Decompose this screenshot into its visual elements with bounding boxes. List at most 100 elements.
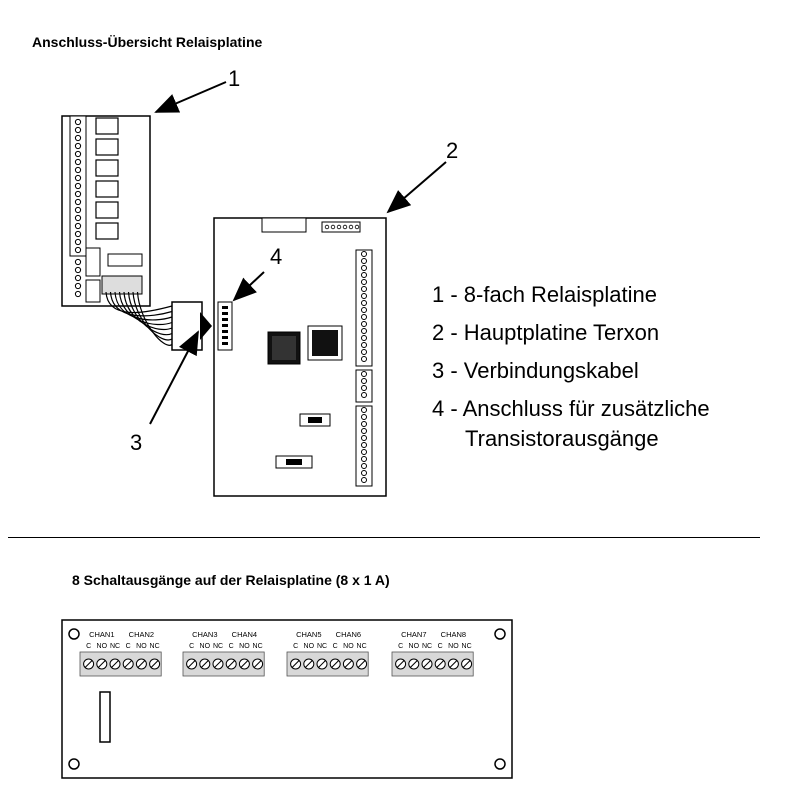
screw-terminal xyxy=(361,378,367,384)
header-pin xyxy=(222,330,228,333)
relay-module xyxy=(95,117,119,135)
screw-terminal xyxy=(361,314,367,320)
screw-terminal xyxy=(74,246,82,254)
cable-wire xyxy=(114,291,173,321)
screw-slot xyxy=(187,660,196,668)
header-pin xyxy=(330,224,336,230)
screw-terminal xyxy=(74,158,82,166)
legend-item-4-continuation: Transistorausgänge xyxy=(465,426,659,451)
screw-terminal xyxy=(74,150,82,158)
screw-slot xyxy=(291,660,300,668)
channel-label: CHAN8 xyxy=(441,630,466,639)
legend: 1 - 8-fach Relaisplatine 2 - Hauptplatin… xyxy=(432,276,710,458)
relay-module xyxy=(95,180,119,198)
screw-slot xyxy=(84,660,93,668)
screw-terminal xyxy=(361,470,367,476)
main-board xyxy=(213,217,387,497)
relay-modules xyxy=(95,117,119,240)
screw-terminal xyxy=(361,392,367,398)
callout-2: 2 xyxy=(446,138,459,163)
screw-terminal xyxy=(361,428,367,434)
relay-board-small xyxy=(61,115,151,307)
relay-module xyxy=(95,138,119,156)
ribbon-cable xyxy=(105,291,173,346)
screw-terminal xyxy=(361,414,367,420)
screw-slot xyxy=(396,660,405,668)
terminal-label: C xyxy=(333,643,338,650)
arrow-1 xyxy=(154,81,227,113)
screw-slot xyxy=(150,660,159,668)
terminal-label: NO xyxy=(200,643,211,650)
screw-slot xyxy=(124,660,133,668)
screw-terminal xyxy=(74,238,82,246)
cable-wire xyxy=(136,291,173,346)
terminal-label: NO xyxy=(136,643,147,650)
terminal-label: C xyxy=(86,643,91,650)
screw-terminal xyxy=(361,265,367,271)
screw-terminal xyxy=(361,335,367,341)
screw-terminal xyxy=(74,290,82,298)
screw-terminal xyxy=(361,300,367,306)
terminal-label: C xyxy=(438,643,443,650)
mounting-hole xyxy=(68,628,80,640)
screw-slot xyxy=(344,660,353,668)
screw-terminal xyxy=(74,134,82,142)
screw-terminal xyxy=(74,258,82,266)
header-pin xyxy=(222,336,228,339)
header-pin xyxy=(354,224,360,230)
relay-module xyxy=(95,222,119,240)
screw-terminal xyxy=(361,293,367,299)
header-pin xyxy=(222,324,228,327)
screw-terminal xyxy=(361,307,367,313)
legend-item-4: 4 - Anschluss für zusätzliche xyxy=(432,396,710,421)
screw-terminal xyxy=(361,435,367,441)
screw-slot xyxy=(304,660,313,668)
section-divider xyxy=(8,537,760,538)
cable-wire xyxy=(132,291,173,341)
relay-module xyxy=(95,159,119,177)
legend-item-3: 3 - Verbindungskabel xyxy=(432,358,639,383)
screw-terminal xyxy=(74,214,82,222)
screw-slot xyxy=(357,660,366,668)
connection-diagram xyxy=(61,81,447,497)
screw-slot xyxy=(240,660,249,668)
screw-terminal xyxy=(361,421,367,427)
terminal-label: C xyxy=(189,643,194,650)
screw-slot xyxy=(111,660,119,668)
screw-terminal xyxy=(361,407,367,413)
screw-terminal xyxy=(74,198,82,206)
terminal-label: NC xyxy=(213,643,223,650)
channel-label: CHAN4 xyxy=(232,630,257,639)
mounting-hole xyxy=(494,758,506,770)
arrow-4 xyxy=(232,271,265,302)
relay-module xyxy=(95,201,119,219)
screw-terminal xyxy=(74,266,82,274)
terminal-label: NC xyxy=(253,643,263,650)
terminal-label: NO xyxy=(448,643,459,650)
screw-terminal xyxy=(361,342,367,348)
screw-terminal xyxy=(74,206,82,214)
screw-slot xyxy=(449,660,458,668)
screw-slot xyxy=(318,660,326,668)
terminal-label: NO xyxy=(409,643,420,650)
relay-terminal-strip xyxy=(74,118,82,298)
bottom-title: 8 Schaltausgänge auf der Relaisplatine (… xyxy=(72,572,390,588)
screw-terminal xyxy=(361,463,367,469)
terminal-label: NC xyxy=(422,643,432,650)
screw-terminal xyxy=(74,230,82,238)
screw-terminal xyxy=(361,251,367,257)
screw-slot xyxy=(137,660,146,668)
board-connector xyxy=(99,691,111,743)
terminal-label: NC xyxy=(150,643,160,650)
callout-1: 1 xyxy=(228,66,241,91)
arrow-2 xyxy=(386,161,447,214)
screw-slot xyxy=(227,660,236,668)
header-pin xyxy=(348,224,354,230)
screw-terminal xyxy=(74,142,82,150)
screw-terminal xyxy=(74,274,82,282)
screw-terminal xyxy=(361,449,367,455)
screw-terminal xyxy=(361,356,367,362)
terminal-label: NO xyxy=(343,643,354,650)
terminal-label: NC xyxy=(462,643,472,650)
